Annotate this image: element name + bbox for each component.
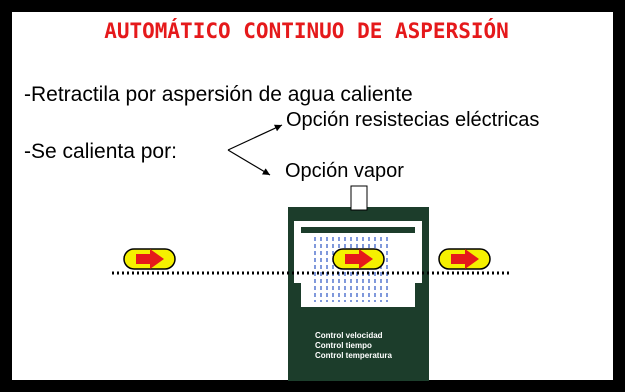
- manifold-inner: [301, 227, 415, 233]
- option-resistencias: Opción resistecias eléctricas: [286, 109, 540, 131]
- package-center: [332, 248, 385, 270]
- chamber-left-wall: [294, 233, 301, 283]
- option-vapor: Opción vapor: [285, 160, 404, 182]
- control-tiempo: Control tiempo: [315, 341, 372, 350]
- slide-title: AUTOMÁTICO CONTINUO DE ASPERSIÓN: [104, 19, 509, 43]
- arrow-to-vapor: [227, 149, 271, 176]
- tunnel-machine: [288, 185, 429, 381]
- package-left: [123, 248, 176, 270]
- chamber-right-wall: [415, 233, 422, 283]
- chamber: [301, 233, 415, 307]
- control-temperatura: Control temperatura: [315, 351, 392, 360]
- calienta-line: -Se calienta por:: [24, 140, 177, 163]
- control-velocidad: Control velocidad: [315, 331, 383, 340]
- arrow-to-resistencias: [227, 124, 283, 151]
- retractila-line: -Retractila por aspersión de agua calien…: [24, 83, 413, 106]
- steam-pipe: [350, 185, 368, 211]
- spray-lines: [314, 237, 388, 302]
- package-right: [438, 248, 491, 270]
